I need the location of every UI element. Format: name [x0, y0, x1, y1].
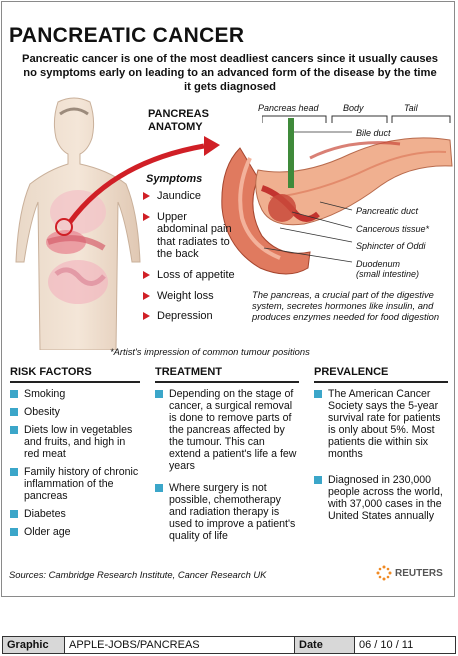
label-bile-duct: Bile duct [356, 128, 391, 138]
page-title: PANCREATIC CANCER [9, 24, 245, 47]
list-item: The American Cancer Society says the 5-y… [314, 388, 448, 460]
reuters-dots-icon [376, 565, 392, 581]
pancreas-illustration [221, 118, 453, 275]
pointer-arrow [55, 136, 220, 236]
sources-text: Sources: Cambridge Research Institute, C… [9, 569, 267, 580]
risk-factors-list: Smoking Obesity Diets low in vegetables … [10, 388, 140, 538]
symptoms-heading: Symptoms [146, 173, 203, 185]
artist-note: *Artist's impression of common tumour po… [110, 346, 310, 357]
bullet-triangle-icon [143, 192, 150, 200]
label-pancreas-head: Pancreas head [258, 103, 319, 113]
label-duodenum: Duodenum [356, 259, 401, 269]
bullet-square-icon [155, 484, 163, 492]
footer-date-label: Date [295, 637, 355, 653]
bullet-square-icon [10, 390, 18, 398]
list-item: Diabetes [10, 508, 140, 520]
bullet-square-icon [10, 528, 18, 536]
treatment-heading: TREATMENT [155, 366, 299, 383]
anatomy-caption: The pancreas, a crucial part of the dige… [252, 289, 440, 322]
symptoms-list: Jaundice Upper abdominal pain that radia… [143, 190, 253, 331]
risk-factors-heading: RISK FACTORS [10, 366, 140, 383]
label-body: Body [343, 103, 364, 113]
symptom-item: Upper abdominal pain that radiates to th… [143, 211, 253, 261]
list-item: Diets low in vegetables and fruits, and … [10, 424, 140, 460]
bullet-square-icon [314, 390, 322, 398]
label-duodenum-sub: (small intestine) [356, 269, 420, 279]
list-item: Older age [10, 526, 140, 538]
bullet-triangle-icon [143, 291, 150, 300]
bullet-square-icon [314, 476, 322, 484]
label-sphincter: Sphincter of Oddi [356, 241, 426, 251]
risk-factors-section: RISK FACTORS Smoking Obesity Diets low i… [10, 366, 140, 544]
list-item: Diagnosed in 230,000 people across the w… [314, 474, 448, 522]
region-brackets [262, 115, 451, 123]
symptom-item: Weight loss [143, 290, 253, 303]
prevalence-section: PREVALENCE The American Cancer Society s… [314, 366, 448, 528]
bullet-square-icon [155, 390, 163, 398]
bullet-triangle-icon [143, 270, 150, 279]
reuters-logo: REUTERS [376, 565, 443, 581]
list-item: Family history of chronic inflammation o… [10, 466, 140, 502]
prevalence-list: The American Cancer Society says the 5-y… [314, 388, 448, 522]
list-item: Depending on the stage of cancer, a surg… [155, 388, 299, 472]
page-subtitle: Pancreatic cancer is one of the most dea… [22, 53, 438, 93]
prevalence-heading: PREVALENCE [314, 366, 448, 383]
bullet-square-icon [10, 468, 18, 476]
label-pancreatic-duct: Pancreatic duct [356, 206, 419, 216]
footer-graphic-value: APPLE-JOBS/PANCREAS [65, 637, 295, 653]
bullet-square-icon [10, 510, 18, 518]
treatment-list: Depending on the stage of cancer, a surg… [155, 388, 299, 542]
footer-graphic-label: Graphic [3, 637, 65, 653]
list-item: Where surgery is not possible, chemother… [155, 482, 299, 542]
bullet-triangle-icon [143, 312, 150, 321]
footer-date-value: 06 / 10 / 11 [359, 639, 414, 651]
label-tail: Tail [404, 103, 418, 113]
list-item: Smoking [10, 388, 140, 400]
symptom-item: Loss of appetite [143, 269, 253, 282]
list-item: Obesity [10, 406, 140, 418]
bullet-square-icon [10, 426, 18, 434]
infographic-frame [1, 1, 455, 597]
label-cancerous-tissue: Cancerous tissue* [356, 224, 430, 234]
symptom-item: Depression [143, 310, 253, 323]
anatomy-heading: PANCREAS ANATOMY [148, 108, 209, 133]
bullet-triangle-icon [143, 212, 150, 221]
symptom-item: Jaundice [143, 190, 253, 203]
treatment-section: TREATMENT Depending on the stage of canc… [155, 366, 299, 548]
footer-bar: Graphic APPLE-JOBS/PANCREAS Date 06 / 10… [2, 636, 456, 654]
bullet-square-icon [10, 408, 18, 416]
